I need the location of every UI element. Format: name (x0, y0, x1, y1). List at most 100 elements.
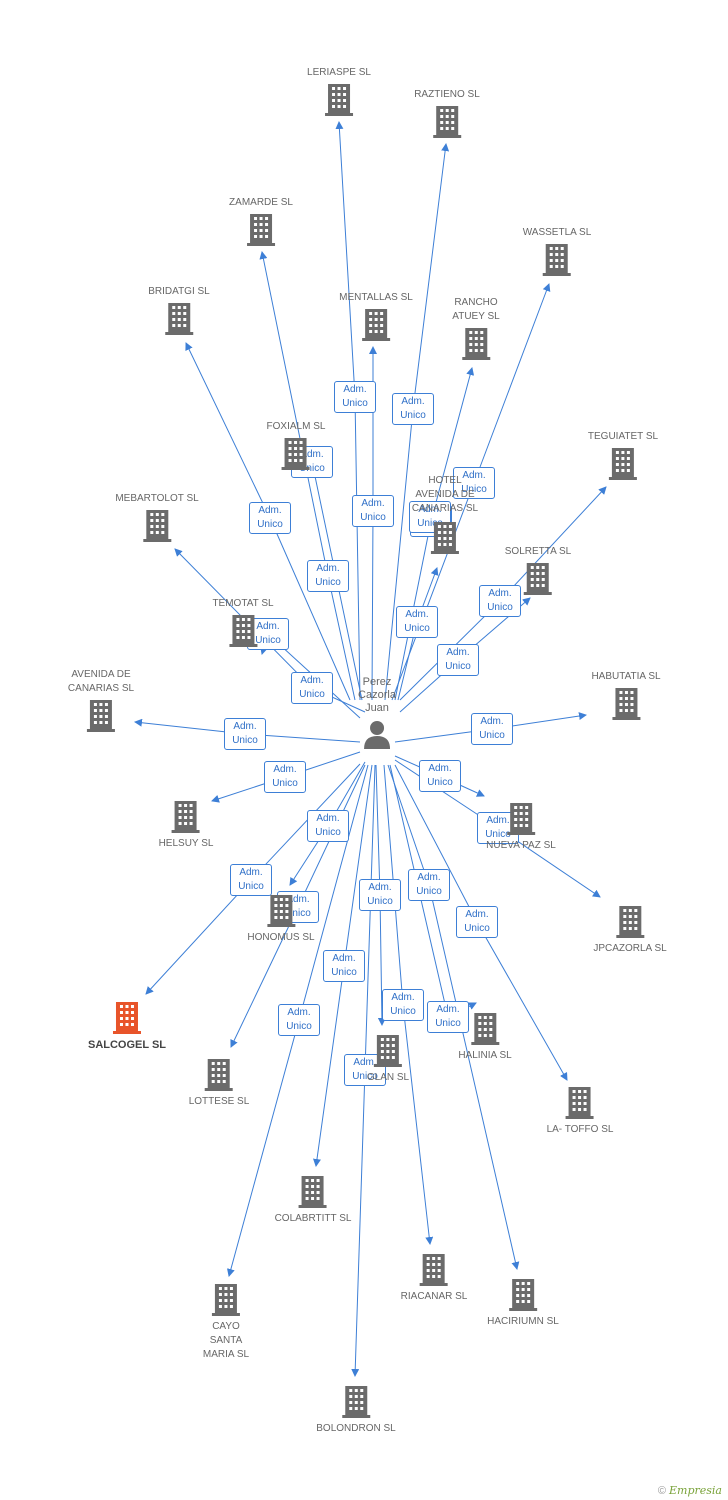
edge-role-line1: Adm. (480, 716, 504, 727)
company-node-foxialm[interactable]: FOXIALM SL (267, 420, 325, 470)
edge-role-line2: Unico (404, 623, 430, 634)
company-node-glan[interactable]: GLAN SL (367, 1035, 409, 1085)
company-node-haciriumn[interactable]: HACIRIUMN SL (487, 1279, 559, 1329)
company-node-bolondron[interactable]: BOLONDRON SL (316, 1386, 396, 1436)
edge-label-honomus[interactable]: Adm.Unico (307, 810, 349, 842)
edge-label-extra-0[interactable]: Adm. Unico (409, 501, 451, 533)
edge-role-line2: Unico (352, 1071, 378, 1082)
edge-label-raztieno[interactable]: Adm.Unico (392, 393, 434, 425)
edge-label-glan[interactable]: Adm.Unico (359, 879, 401, 911)
brand-logo[interactable]: Empresia (669, 1484, 722, 1497)
person-node[interactable]: Perez Cazorla Juan (358, 676, 396, 749)
edge-role-line2: Unico (331, 967, 357, 978)
edge-label-cayo[interactable]: Adm.Unico (278, 1004, 320, 1036)
company-name: JPCAZORLA SL (593, 943, 667, 954)
edge-role-line1: Adm. (273, 764, 297, 775)
company-node-honomus[interactable]: HONOMUS SL (247, 895, 315, 945)
edge-role-line2: Unico (485, 829, 511, 840)
company-name: WASSETLA SL (522, 227, 592, 238)
company-name: HALINIA SL (458, 1050, 512, 1061)
company-node-mebartolot[interactable]: MEBARTOLOT SL (115, 492, 199, 542)
edge-role-line1: Adm. (332, 953, 356, 964)
company-node-halinia[interactable]: HALINIA SL (458, 1013, 512, 1063)
edge-label-avenida[interactable]: Adm. Unico (224, 718, 266, 750)
edge-label-salcogel[interactable]: Adm. Unico (230, 864, 272, 896)
edge-role-line2: Unico (417, 518, 443, 529)
edge-label-latoffo[interactable]: Adm.Unico (456, 906, 498, 938)
edge-label-bridatgi[interactable]: Adm. Unico (249, 502, 291, 534)
building-icon (460, 328, 492, 360)
edge-role-line2: Unico (390, 1006, 416, 1017)
company-node-wassetla[interactable]: WASSETLA SL (522, 226, 592, 276)
edge-label-mebartolot[interactable]: Adm.Unico (291, 672, 333, 704)
company-node-avenida[interactable]: AVENIDA DE CANARIAS SL (68, 668, 134, 732)
company-node-nuevapaz[interactable]: NUEVA PAZ SL (486, 803, 556, 853)
building-icon (614, 906, 646, 938)
company-node-leriaspe[interactable]: LERIASPE SL (307, 66, 371, 116)
edge-role-line1: Adm. (233, 721, 257, 732)
building-icon (265, 895, 297, 927)
building-icon (541, 244, 573, 276)
edge-role-line1: Adm. (368, 882, 392, 893)
company-node-colabrtitt[interactable]: COLABRTITT SL (275, 1176, 351, 1226)
edge-label-hotel[interactable]: Adm. Unico (396, 606, 438, 638)
company-node-helsuy[interactable]: HELSUY SL (159, 801, 213, 851)
company-node-habutatia[interactable]: HABUTATIA SL (591, 670, 661, 720)
edge-label-nuevapaz[interactable]: Adm.Unico (419, 760, 461, 792)
edge-role-line1: Adm. (465, 909, 489, 920)
edge-role-line1: Adm. (256, 621, 280, 632)
company-node-latoffo[interactable]: LA- TOFFO SL (547, 1087, 613, 1137)
company-node-cayo[interactable]: CAYO SANTA MARIA SL (203, 1284, 249, 1362)
edge-label-wassetla[interactable]: Adm.Unico (453, 467, 495, 499)
edge-role-line2: Unico (315, 827, 341, 838)
company-name: AVENIDA DE CANARIAS SL (67, 669, 135, 694)
building-icon (340, 1386, 372, 1418)
company-name: CAYO SANTA MARIA SL (202, 1321, 250, 1360)
company-node-zamarde[interactable]: ZAMARDE SL (229, 196, 293, 246)
edge-label-haciriumn[interactable]: Adm.Unico (408, 869, 450, 901)
company-node-bridatgi[interactable]: BRIDATGI SL (148, 285, 210, 335)
edge-label-helsuy[interactable]: Adm.Unico (264, 761, 306, 793)
edge-label-habutatia[interactable]: Adm.Unico (471, 713, 513, 745)
company-name: TEMOTAT SL (212, 598, 274, 609)
edge-label-mentallas[interactable]: Adm.Unico (352, 495, 394, 527)
edge-role-line2: Unico (257, 519, 283, 530)
edge-label-riacanar[interactable]: Adm.Unico (382, 989, 424, 1021)
company-node-raztieno[interactable]: RAZTIENO SL (414, 88, 480, 138)
edge-role-line2: Unico (416, 886, 442, 897)
edge-label-halinia[interactable]: Adm.Unico (427, 1001, 469, 1033)
company-node-riacanar[interactable]: RIACANAR SL (401, 1254, 467, 1304)
company-node-solretta[interactable]: SOLRETTA SL (505, 545, 571, 595)
edge-role-line1: Adm. (405, 609, 429, 620)
company-node-lottese[interactable]: LOTTESE SL (189, 1059, 249, 1109)
edge-role-line1: Adm. (239, 867, 263, 878)
edge-label-zamarde[interactable]: Adm.Unico (307, 560, 349, 592)
building-icon (372, 1035, 404, 1067)
company-node-salcogel[interactable]: SALCOGEL SL (88, 1002, 166, 1052)
edge-role-line1: Adm. (418, 504, 442, 515)
edge-label-colabrtitt[interactable]: Adm. Unico (323, 950, 365, 982)
edge-role-line1: Adm. (353, 1057, 377, 1068)
edge-role-line2: Unico (299, 463, 325, 474)
edge-label-teguiatet[interactable]: Adm.Unico (479, 585, 521, 617)
company-name: ZAMARDE SL (229, 197, 293, 208)
company-node-jpcazorla[interactable]: JPCAZORLA SL (593, 906, 667, 956)
building-icon (610, 688, 642, 720)
company-node-hotel[interactable]: HOTEL AVENIDA DE CANARIAS SL (412, 474, 478, 554)
company-node-mentallas[interactable]: MENTALLAS SL (339, 291, 413, 341)
company-node-rancho[interactable]: RANCHO ATUEY SL (452, 296, 500, 360)
company-name: HABUTATIA SL (591, 671, 661, 682)
company-node-temotat[interactable]: TEMOTAT SL (212, 597, 274, 647)
building-icon (607, 448, 639, 480)
edge-role-line1: Adm. (258, 505, 282, 516)
edge-label-bolondron[interactable]: Adm. Unico (344, 1054, 386, 1086)
edge-role-line2: Unico (232, 735, 258, 746)
edge-role-line1: Adm. (343, 384, 367, 395)
edge-role-line2: Unico (238, 881, 264, 892)
edge-label-leriaspe[interactable]: Adm.Unico (334, 381, 376, 413)
copyright-symbol: © (657, 1485, 666, 1497)
building-icon (245, 214, 277, 246)
edge-label-solretta[interactable]: Adm.Unico (437, 644, 479, 676)
company-node-teguiatet[interactable]: TEGUIATET SL (588, 430, 658, 480)
edge-bolondron (351, 764, 376, 1377)
